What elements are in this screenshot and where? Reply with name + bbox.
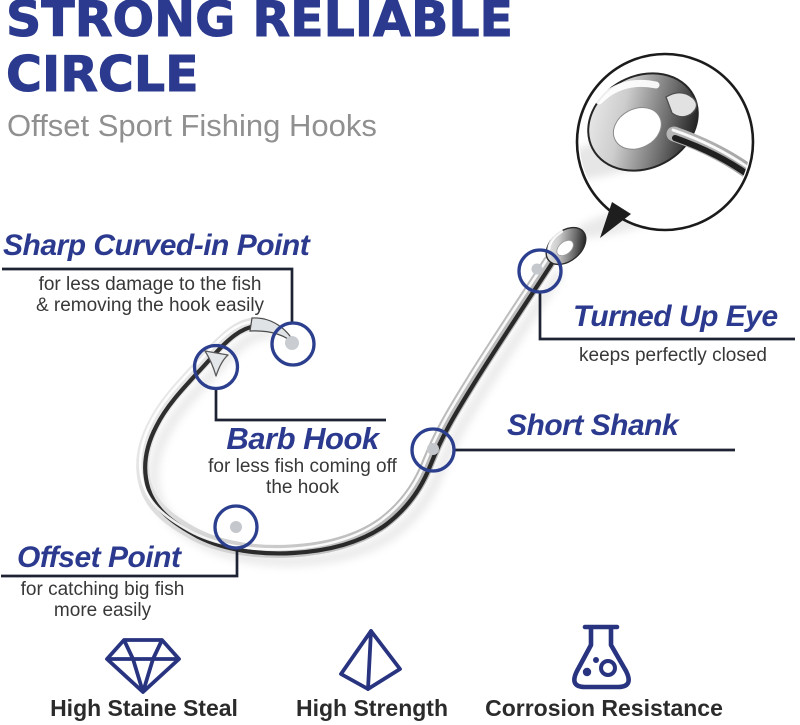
sharp-point-circle — [270, 321, 316, 367]
hook-barb — [204, 350, 229, 377]
feature-label-strength: High Strength — [295, 695, 449, 721]
pyramid-icon — [339, 629, 402, 691]
point-tip — [285, 336, 299, 350]
offset-point-circle — [213, 504, 259, 550]
magnifier — [575, 52, 755, 238]
feature-label-stainless: High Staine Steal — [50, 695, 238, 721]
turned-eye-label: Turned Up Eye — [573, 300, 778, 333]
feature-label-corrosion: Corrosion Resistance — [485, 695, 723, 721]
magnified-wire-end — [665, 92, 698, 118]
sharp-point-label: Sharp Curved-in Point — [3, 229, 310, 262]
turned-eye-circle — [517, 248, 563, 294]
page-title: STRONG RELIABLE CIRCLE — [5, 0, 514, 103]
barb-circle — [192, 343, 240, 391]
offset-point-line — [1, 549, 239, 578]
sharp-point-caption: for less damage to the fish & removing t… — [35, 274, 265, 316]
hook-shadow — [148, 269, 565, 567]
turned-eye-line — [538, 292, 795, 341]
barb-caption: for less fish coming off the hook — [208, 456, 397, 498]
short-shank-circle — [410, 427, 456, 473]
page-title-line2: CIRCLE — [5, 46, 199, 103]
barb-line — [214, 389, 386, 422]
offset-point-caption: for catching big fish more easily — [20, 579, 185, 621]
page-subtitle: Offset Sport Fishing Hooks — [7, 108, 377, 143]
callout-circles — [192, 248, 563, 550]
barb-label: Barb Hook — [226, 421, 379, 456]
short-shank-label: Short Shank — [507, 409, 679, 442]
diamond-icon — [105, 638, 181, 694]
page-title-line1: STRONG RELIABLE — [5, 0, 514, 48]
turned-eye-caption: keeps perfectly closed — [579, 345, 767, 366]
marker-dots — [230, 263, 543, 533]
callout-lines — [1, 267, 795, 578]
sharp-point-line — [2, 267, 294, 323]
magnifier-pointer — [600, 202, 631, 238]
flask-icon — [572, 624, 631, 690]
hook-wire — [136, 255, 556, 558]
offset-point-label: Offset Point — [17, 541, 181, 574]
